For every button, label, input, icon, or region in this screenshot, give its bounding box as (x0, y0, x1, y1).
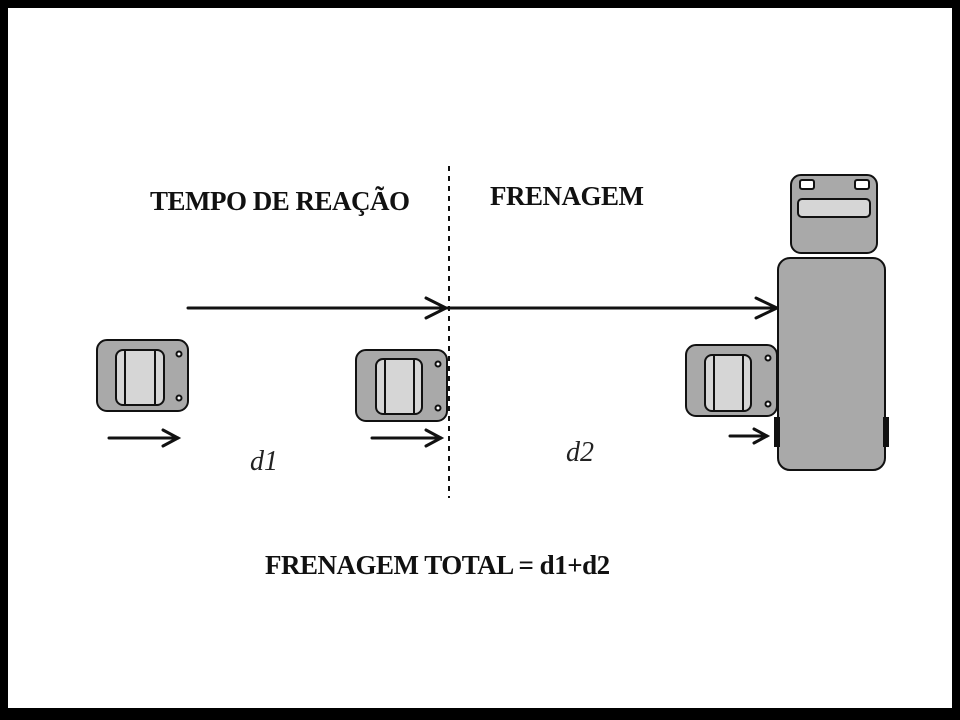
car-icon (355, 349, 448, 422)
car-icon (96, 339, 189, 412)
motion-arrow (370, 428, 445, 448)
distance-d2-label: d2 (566, 437, 594, 468)
braking-label: FRENAGEM (490, 181, 644, 211)
motion-arrow (728, 427, 771, 445)
car-icon (685, 344, 778, 417)
total-distance-arrow (186, 296, 781, 320)
distance-d1-label: d1 (250, 446, 278, 477)
reaction-time-label: TEMPO DE REAÇÃO (150, 186, 410, 216)
motion-arrow (107, 428, 182, 448)
truck-icon (774, 174, 889, 471)
total-braking-formula: FRENAGEM TOTAL = d1+d2 (265, 550, 610, 580)
